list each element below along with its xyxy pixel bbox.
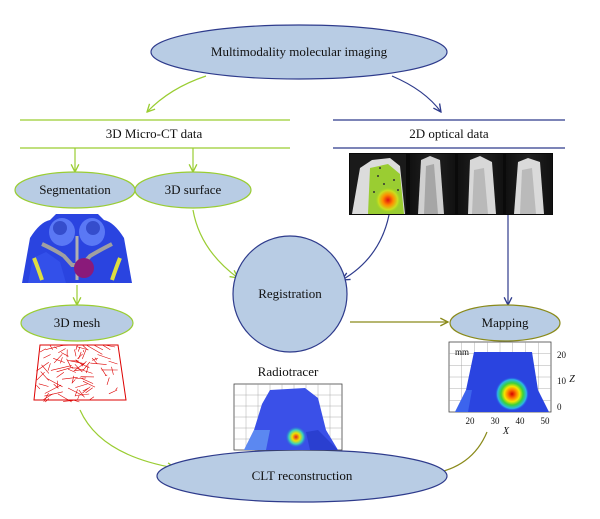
node-clt: CLT reconstruction (156, 449, 448, 503)
mapping-x-label: X (502, 426, 510, 437)
node-top: Multimodality molecular imaging (150, 24, 448, 80)
node-registration: Registration (232, 235, 348, 353)
segmented-ct-icon (22, 214, 132, 283)
arrow-optical-to-registration (342, 214, 390, 280)
node-mapping: Mapping (449, 304, 561, 342)
node-segmentation-label: Segmentation (39, 182, 111, 197)
mapping-plot: mm X Z 20 30 40 50 0 10 20 (448, 341, 575, 437)
node-segmentation: Segmentation (14, 171, 136, 209)
heatmap-hotspot-icon (285, 426, 307, 448)
radiotracer-label: Radiotracer (258, 364, 319, 379)
connectors (20, 75, 565, 474)
mapping-x-tick: 20 (466, 416, 476, 426)
node-top-label: Multimodality molecular imaging (211, 44, 388, 59)
mapping-x-ticks: 20 30 40 50 (466, 416, 551, 426)
mapping-x-tick: 30 (491, 416, 501, 426)
mouse-optical-image-icon (349, 153, 553, 215)
node-mapping-label: Mapping (482, 315, 529, 330)
wireframe-mesh-icon (33, 344, 127, 403)
node-mesh: 3D mesh (20, 304, 134, 342)
microct-header-label: 3D Micro-CT data (106, 126, 203, 141)
mapping-x-tick: 50 (541, 416, 551, 426)
node-registration-label: Registration (258, 286, 322, 301)
node-mesh-label: 3D mesh (54, 315, 101, 330)
node-surface: 3D surface (134, 171, 252, 209)
grid-panel-icon (233, 383, 343, 451)
mapping-z-ticks: 0 10 20 (557, 350, 567, 412)
mapping-z-tick: 20 (557, 350, 567, 360)
arrow-top-to-microct (147, 75, 207, 112)
optical-header-label: 2D optical data (409, 126, 489, 141)
mapping-z-tick: 0 (557, 402, 562, 412)
node-surface-label: 3D surface (165, 182, 222, 197)
mapping-x-tick: 40 (516, 416, 526, 426)
mapping-z-label: Z (569, 374, 575, 385)
node-clt-label: CLT reconstruction (252, 468, 353, 483)
mapping-z-tick: 10 (557, 376, 567, 386)
arrow-surface-to-registration (192, 209, 238, 278)
mapping-unit-label: mm (455, 347, 469, 357)
arrow-mesh-to-clt (79, 409, 175, 468)
arrow-top-to-optical (391, 75, 441, 112)
